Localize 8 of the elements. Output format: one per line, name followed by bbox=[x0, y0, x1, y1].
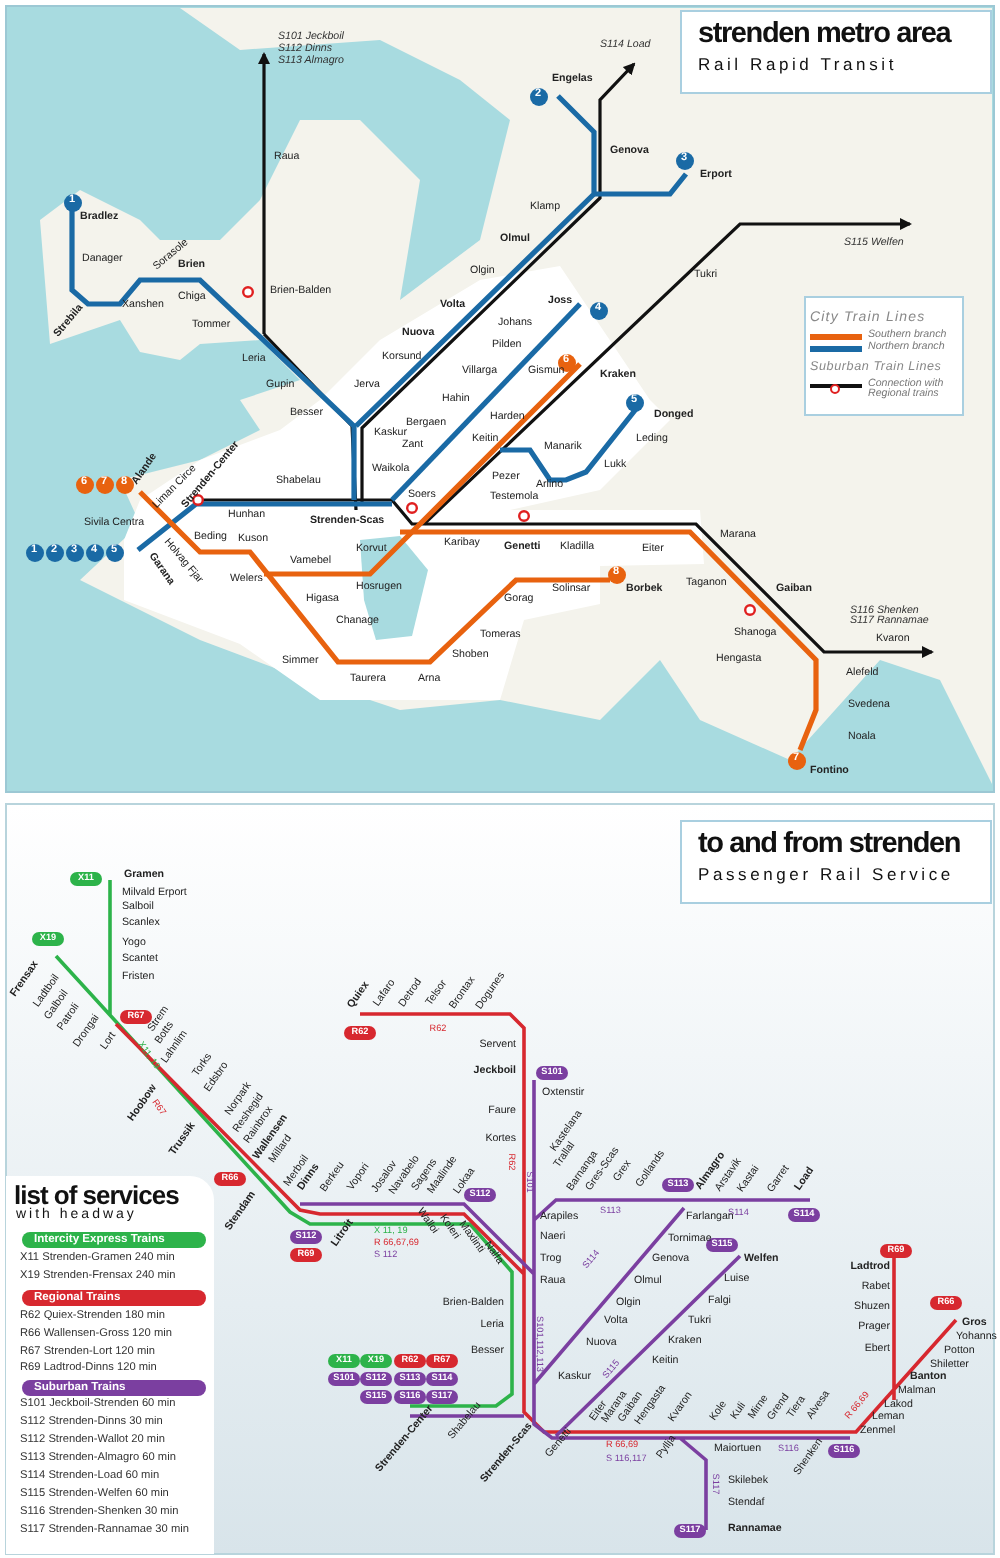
panel-title: list of services bbox=[14, 1180, 179, 1210]
title-box bbox=[680, 10, 992, 94]
map-subtitle: Rail Rapid Transit bbox=[698, 52, 899, 76]
map-subtitle: Passenger Rail Service bbox=[698, 862, 956, 886]
map-title: strenden metro area bbox=[698, 18, 954, 52]
title-box bbox=[680, 820, 992, 904]
map-title: to and from strenden bbox=[698, 828, 963, 862]
services-panel bbox=[6, 1176, 214, 1554]
